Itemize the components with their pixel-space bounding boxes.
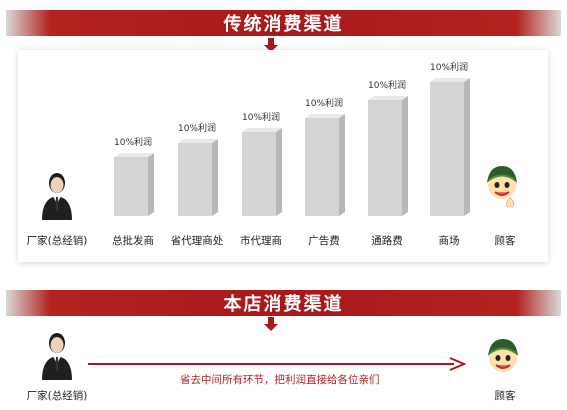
bar-side xyxy=(402,96,408,216)
stage-label: 市代理商 xyxy=(240,235,282,247)
banner-title: 本店消费渠道 xyxy=(223,294,344,315)
bar-cap xyxy=(114,153,154,157)
bar-front xyxy=(114,157,148,216)
businessman-icon xyxy=(42,333,72,380)
stage-bar xyxy=(305,114,345,216)
banner-bar xyxy=(6,290,561,316)
stage-bar xyxy=(178,139,218,216)
bar-side xyxy=(464,78,470,216)
businessman-icon xyxy=(42,173,72,220)
stage-label: 通路费 xyxy=(371,235,403,247)
stage-profit-label: 10%利润 xyxy=(177,124,217,134)
bar-front xyxy=(305,118,339,216)
stage-label: 省代理商处 xyxy=(170,235,224,247)
stage-profit-label: 10%利润 xyxy=(429,63,469,73)
stage-profit-label: 10%利润 xyxy=(241,113,281,123)
direct-arrow xyxy=(88,357,467,371)
end-label: 顾客 xyxy=(494,235,516,247)
bar-cap xyxy=(430,78,470,82)
bar-front xyxy=(242,132,276,216)
stage-profit-label: 10%利润 xyxy=(113,138,153,148)
traditional-channel-banner: 传统消费渠道 xyxy=(0,10,567,36)
bar-cap xyxy=(368,96,408,100)
bar-cap xyxy=(178,139,218,143)
direct-end-label: 顾客 xyxy=(494,390,516,402)
bar-side xyxy=(212,139,218,216)
bar-cap xyxy=(305,114,345,118)
stage-profit-label: 10%利润 xyxy=(304,99,344,109)
customer-icon xyxy=(487,166,517,208)
stage-label: 广告费 xyxy=(308,235,340,247)
bar-side xyxy=(276,128,282,216)
stage-bar xyxy=(242,128,282,216)
banner-title: 传统消费渠道 xyxy=(223,14,344,35)
bar-side xyxy=(339,114,345,216)
bar-front xyxy=(178,143,212,216)
bar-front xyxy=(368,100,402,216)
stage-bar xyxy=(114,153,154,216)
down-arrow-icon xyxy=(264,38,278,52)
stage-profit-label: 10%利润 xyxy=(367,81,407,91)
stage-label: 总批发商 xyxy=(112,235,154,247)
start-label: 厂家(总经销) xyxy=(26,235,88,247)
bar-cap xyxy=(242,128,282,132)
stage-bar xyxy=(368,96,408,216)
direct-channel-banner: 本店消费渠道 xyxy=(0,290,567,316)
bar-side xyxy=(148,153,154,216)
direct-start-label: 厂家(总经销) xyxy=(26,390,88,402)
direct-channel-note: 省去中间所有环节，把利润直接给各位亲们 xyxy=(180,374,380,386)
stage-bar xyxy=(430,78,470,216)
stage-label: 商场 xyxy=(438,235,460,247)
banner-bar xyxy=(6,10,561,36)
customer-icon xyxy=(488,339,518,372)
bar-front xyxy=(430,82,464,216)
down-arrow-icon xyxy=(264,317,278,331)
